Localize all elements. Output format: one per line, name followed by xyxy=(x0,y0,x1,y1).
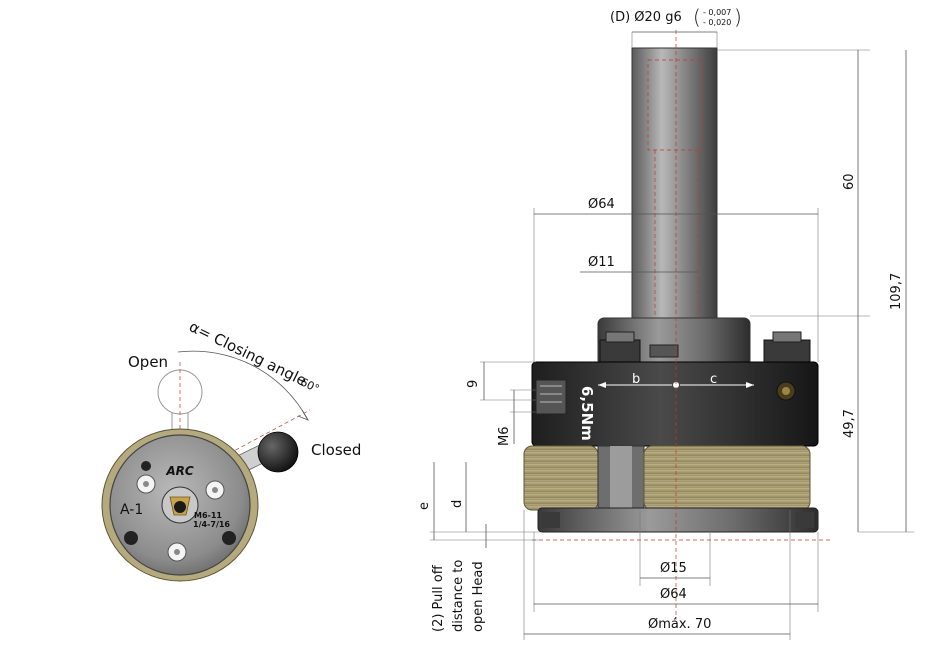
svg-text:): ) xyxy=(734,5,742,29)
label-b: b xyxy=(632,372,640,387)
shank-tol-lower: - 0,020 xyxy=(703,18,731,27)
lever-ball xyxy=(257,431,299,473)
closing-angle-arc xyxy=(177,350,309,421)
spring-right xyxy=(643,445,811,511)
svg-text:(: ( xyxy=(693,5,701,29)
pull-off-line1: (2) Pull off xyxy=(431,564,446,632)
closed-label: Closed xyxy=(311,441,361,459)
screw xyxy=(124,531,138,545)
thread-text-2: 1/4-7/16 xyxy=(193,520,230,529)
left-head-view: ARC A-1 M6-11 1/4-7/16 Open Closed α= Cl… xyxy=(101,317,361,582)
side-fitting xyxy=(535,379,567,415)
dia-64-bottom: Ø64 xyxy=(660,587,687,602)
hex-nut-right xyxy=(763,331,811,363)
pull-off-line2: distance to xyxy=(451,560,466,632)
head-body xyxy=(531,361,819,447)
spring-left xyxy=(523,445,599,511)
brand-text: ARC xyxy=(165,464,194,478)
pull-off-line3: open Head xyxy=(471,561,486,632)
shank-tol-upper: - 0,007 xyxy=(703,8,731,17)
dia-15: Ø15 xyxy=(660,561,687,576)
shank xyxy=(631,47,718,321)
dia-max-70: Ømáx. 70 xyxy=(648,617,711,632)
model-text: A-1 xyxy=(120,502,143,518)
torque-text: 6,5Nm xyxy=(578,386,596,441)
dia-11: Ø11 xyxy=(588,255,615,270)
shank-hidden-bore xyxy=(647,59,703,151)
closing-angle-label: α= Closing angle xyxy=(186,317,309,389)
dim-m6-label: M6 xyxy=(497,427,512,447)
dim-109-7-label: 109,7 xyxy=(889,273,904,310)
dim-49-7-label: 49,7 xyxy=(842,409,857,438)
closing-angle-value: 60° xyxy=(298,375,321,395)
thread-text-1: M6-11 xyxy=(194,511,222,520)
dim-d-label: d xyxy=(450,500,465,508)
open-label: Open xyxy=(128,353,168,371)
dim-9-label: 9 xyxy=(466,380,481,388)
dia-64-top: Ø64 xyxy=(588,197,615,212)
label-c: c xyxy=(710,372,717,387)
bottom-plate xyxy=(537,507,819,533)
right-side-view: b c 6,5Nm (D) Ø20 g6 - 0,007 - 0,020 ( )… xyxy=(417,5,914,640)
dim-60-label: 60 xyxy=(842,173,857,190)
screw xyxy=(141,461,151,471)
dim-e-label: e xyxy=(417,502,432,510)
center-bore xyxy=(174,501,186,513)
shank-dia-label: (D) Ø20 g6 xyxy=(610,10,682,25)
screw xyxy=(222,531,236,545)
hex-nut-left xyxy=(599,331,641,363)
